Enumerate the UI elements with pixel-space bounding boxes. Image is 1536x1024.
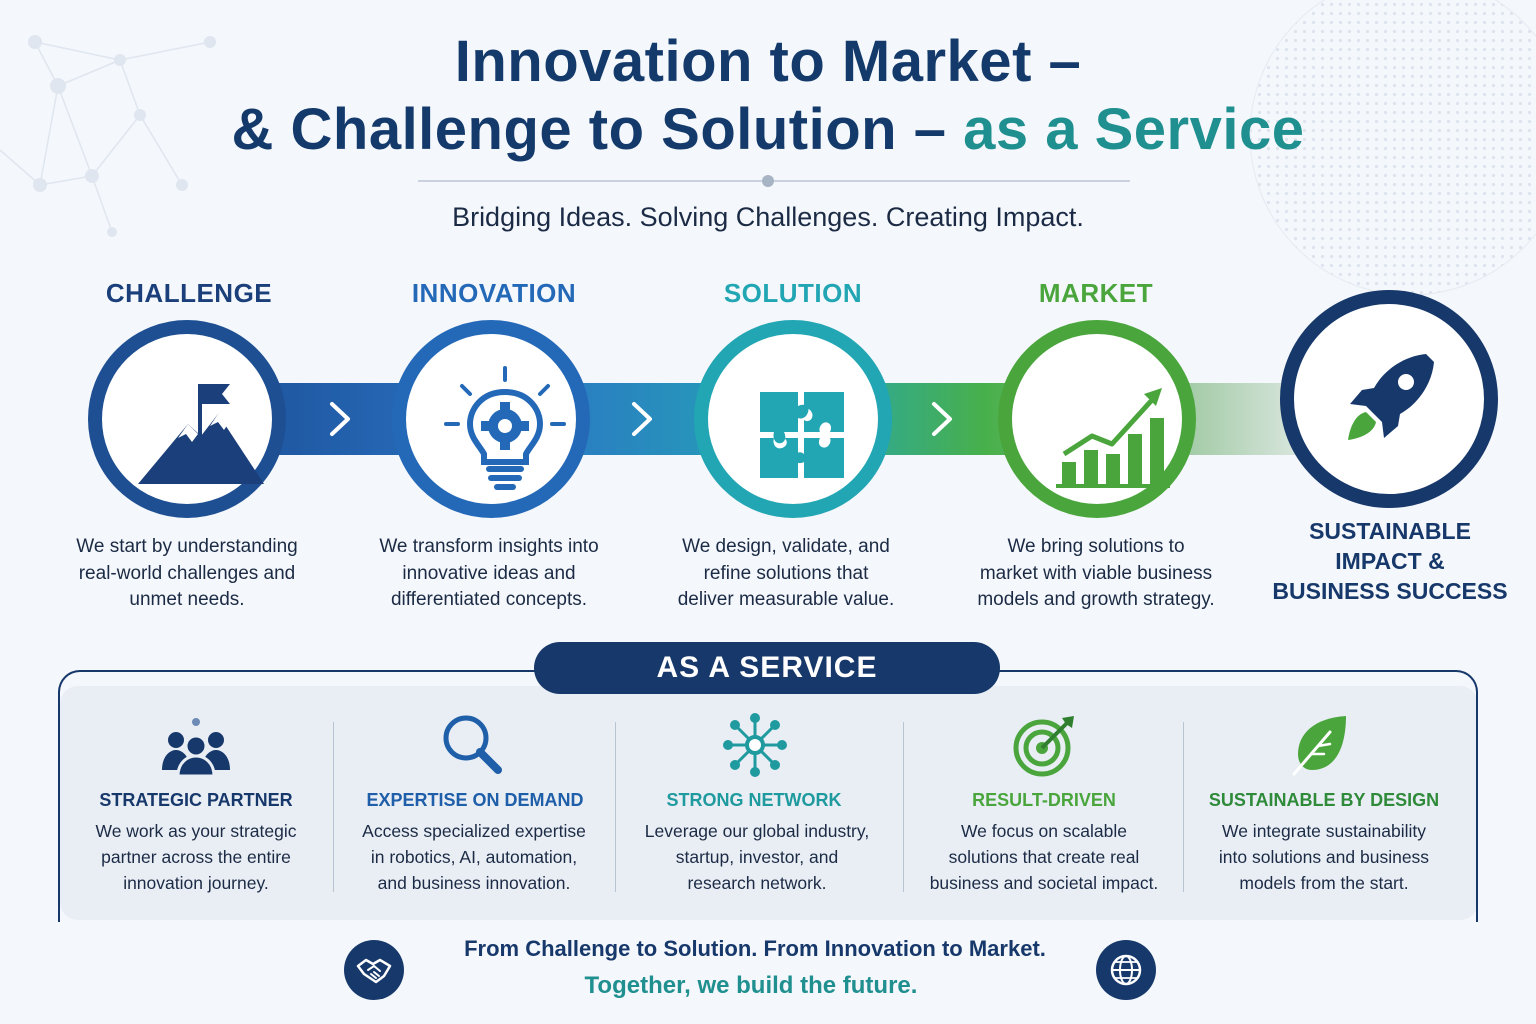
description-line: business and societal impact. [929,873,1159,893]
outcome-label-line: IMPACT & [1335,548,1445,574]
description-line: unmet needs. [129,589,245,610]
description-line: differentiated concepts. [390,589,588,610]
service-separator [903,722,904,892]
chevron-right-icon [632,402,652,436]
tagline: Bridging Ideas. Solving Challenges. Crea… [452,202,1084,232]
description-line: in robotics, AI, automation, [370,847,578,867]
handshake-badge [344,940,404,1000]
outcome-circle [1280,290,1498,508]
divider-dot [762,175,774,187]
service-title-result-driven: RESULT-DRIVEN [972,790,1116,810]
service-title-sustainable-by-design: SUSTAINABLE BY DESIGN [1208,790,1440,810]
description-line: models and growth strategy. [977,589,1215,610]
service-separator [1183,722,1184,892]
step-label-solution: SOLUTION [723,278,863,308]
target-icon [1013,716,1074,777]
step-circle-challenge [88,320,286,518]
service-description-strong-network: Leverage our global industry, startup, i… [627,818,887,896]
lightbulb-gear-icon [444,366,566,490]
network-icon [723,713,787,777]
page-title: Innovation to Market – & Challenge to So… [0,28,1536,164]
service-title-strategic-partner: STRATEGIC PARTNER [99,790,293,810]
service-separator [615,722,616,892]
description-line: real-world challenges and [78,562,296,584]
service-heading: AS A SERVICE [534,642,1000,694]
outcome-label: SUSTAINABLE IMPACT & BUSINESS SUCCESS [1270,516,1510,606]
step-circle-solution [694,320,892,518]
description-line: We transform insights into [379,536,599,557]
description-line: deliver measurable value. [677,589,895,610]
title-line-2: & Challenge to Solution – as a Service [0,96,1536,164]
description-line: Access specialized expertise [362,821,586,841]
step-description-solution: We design, validate, and refine solution… [651,534,921,614]
globe-badge [1096,940,1156,1000]
description-line: solutions that create real [948,847,1140,867]
service-title-expertise-on-demand: EXPERTISE ON DEMAND [366,790,584,810]
footer-line-2: Together, we build the future. [584,972,918,999]
service-description-expertise-on-demand: Access specialized expertise in robotics… [344,818,604,896]
title-divider [418,180,1130,182]
growth-chart-icon [1056,388,1170,488]
step-label-innovation: INNOVATION [411,278,577,308]
description-line: refine solutions that [703,562,869,584]
description-line: We work as your strategic [95,821,297,841]
description-line: into solutions and business [1218,847,1430,867]
description-line: We integrate sustainability [1222,821,1426,841]
service-title-strong-network: STRONG NETWORK [666,790,842,810]
leaf-icon [1292,716,1346,776]
handshake-icon [356,958,392,984]
chevron-right-icon [932,402,952,436]
outcome-label-line: SUSTAINABLE [1309,518,1471,544]
description-line: startup, investor, and [675,847,839,867]
chevron-right-icon [330,402,350,436]
step-description-innovation: We transform insights into innovative id… [354,534,624,614]
description-line: and business innovation. [377,873,571,893]
step-label-market: MARKET [1038,278,1154,308]
footer-line-1: From Challenge to Solution. From Innovat… [464,936,1046,961]
service-description-strategic-partner: We work as your strategic partner across… [66,818,326,896]
service-panel [60,686,1478,920]
people-group-icon [162,718,230,778]
service-separator [333,722,334,892]
description-line: research network. [687,873,827,893]
description-line: models from the start. [1239,873,1409,893]
description-line: innovation journey. [123,873,269,893]
description-line: We design, validate, and [682,536,890,557]
puzzle-icon [760,392,844,478]
magnifier-icon [443,715,502,774]
step-label-challenge: CHALLENGE [105,278,273,308]
title-line-2-main: & Challenge to Solution – [231,97,947,162]
outcome-label-line: BUSINESS SUCCESS [1272,578,1508,604]
step-description-market: We bring solutions to market with viable… [961,534,1231,614]
mountain-flag-icon [138,384,264,484]
step-description-challenge: We start by understanding real-world cha… [52,534,322,614]
step-circle-innovation [392,320,590,518]
globe-icon [1110,954,1142,986]
description-line: We start by understanding [76,536,298,557]
rocket-icon [1348,354,1434,440]
description-line: We focus on scalable [960,821,1128,841]
service-description-result-driven: We focus on scalable solutions that crea… [914,818,1174,896]
description-line: Leverage our global industry, [644,821,870,841]
description-line: partner across the entire [101,847,291,867]
step-circle-market [998,320,1196,518]
description-line: We bring solutions to [1007,536,1185,557]
service-description-sustainable-by-design: We integrate sustainability into solutio… [1194,818,1454,896]
title-line-1: Innovation to Market – [454,29,1082,94]
title-line-2-accent: as a Service [963,97,1305,162]
description-line: market with viable business [979,562,1213,584]
description-line: innovative ideas and [402,562,576,584]
